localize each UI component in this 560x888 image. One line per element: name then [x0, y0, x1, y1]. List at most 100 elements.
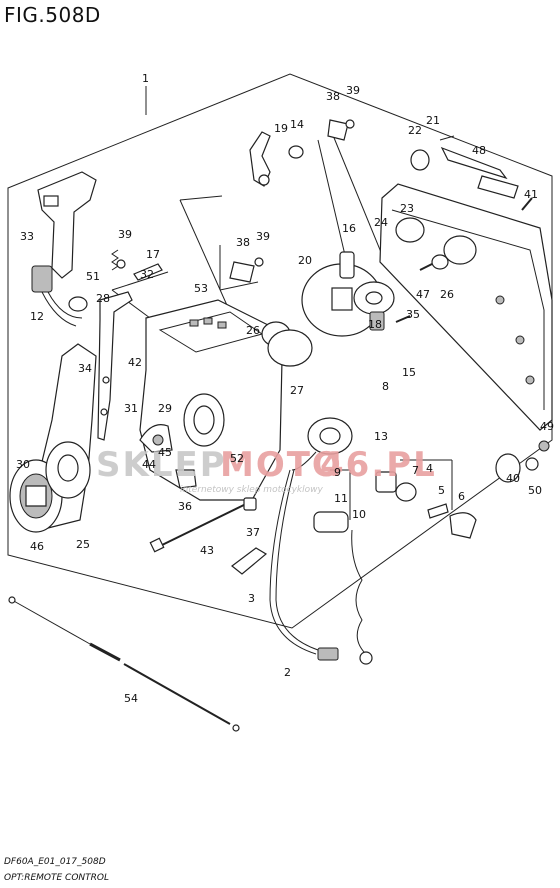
- callout-36: 36: [178, 500, 192, 513]
- callout-4: 4: [426, 462, 433, 475]
- callout-49: 49: [540, 420, 554, 433]
- callout-13: 13: [374, 430, 388, 443]
- callout-1: 1: [142, 72, 149, 85]
- pin-17: [116, 259, 163, 281]
- side-panel: [379, 183, 553, 431]
- callout-44: 44: [142, 458, 156, 471]
- handle-grip: [37, 171, 97, 279]
- callout-16: 16: [342, 222, 356, 235]
- cover-plate: [261, 263, 383, 367]
- switch-8: [369, 311, 385, 331]
- callout-43: 43: [200, 544, 214, 557]
- screw-15: [395, 315, 411, 323]
- figure-caption: OPT:REMOTE CONTROL: [4, 873, 109, 883]
- bracket-38-mid: [229, 261, 255, 283]
- wire-harness: [269, 469, 339, 661]
- bolt-41: [521, 197, 533, 211]
- callout-10: 10: [352, 508, 366, 521]
- callout-53: 53: [194, 282, 208, 295]
- callout-labels: 1 2 3 4 5 6 7 8 9 10 11 12 13 14 15 16 1…: [16, 72, 554, 705]
- remote-cable-54: [8, 596, 240, 732]
- callout-19: 19: [274, 122, 288, 135]
- callout-20: 20: [298, 254, 312, 267]
- key-switch: [375, 471, 477, 539]
- callout-26b: 26: [440, 288, 454, 301]
- bracket-45: [175, 469, 197, 489]
- callout-38b: 38: [236, 236, 250, 249]
- figure-code: DF60A_E01_017_508D: [4, 857, 106, 867]
- nut-49: [538, 440, 550, 452]
- callout-6: 6: [458, 490, 465, 503]
- lanyard-switch: [313, 511, 373, 665]
- buzzer-13: [291, 417, 353, 471]
- bracket-38-top: [327, 119, 349, 141]
- callout-39c: 39: [118, 228, 132, 241]
- control-box-housing: [139, 299, 283, 501]
- callout-9: 9: [334, 466, 341, 479]
- callout-42: 42: [128, 356, 142, 369]
- callout-33: 33: [20, 230, 34, 243]
- callout-41: 41: [524, 188, 538, 201]
- callout-32: 32: [140, 268, 154, 281]
- callout-8: 8: [382, 380, 389, 393]
- gasket-27: [267, 329, 313, 367]
- callout-28: 28: [96, 292, 110, 305]
- knob-40: [495, 453, 521, 483]
- callout-54: 54: [124, 692, 138, 705]
- callout-45: 45: [158, 446, 172, 459]
- callout-7: 7: [412, 464, 419, 477]
- control-lever: [9, 343, 97, 533]
- housing-panel-marks: [189, 317, 227, 329]
- ring-51: [68, 296, 88, 312]
- callout-37: 37: [246, 526, 260, 539]
- watermark-brand-b: MOTO: [220, 445, 343, 485]
- part-3: [231, 547, 268, 575]
- callout-31: 31: [124, 402, 138, 415]
- watermark-brand-a: SKLEP: [96, 445, 227, 485]
- callout-30: 30: [16, 458, 30, 471]
- callout-15: 15: [402, 366, 416, 379]
- callout-27: 27: [290, 384, 304, 397]
- washer-50: [525, 457, 539, 471]
- clip-39-mid: [254, 257, 264, 267]
- spring-32: [111, 249, 119, 271]
- callout-18: 18: [368, 318, 382, 331]
- neutral-switch: [31, 265, 83, 327]
- callout-5: 5: [438, 484, 445, 497]
- detent-plate: [97, 291, 133, 441]
- callout-26a: 26: [246, 324, 260, 337]
- watermark-brand-c: 46.PL: [320, 445, 437, 485]
- callout-3: 3: [248, 592, 255, 605]
- gear-segment: [139, 424, 173, 453]
- callout-24: 24: [374, 216, 388, 229]
- callout-12: 12: [30, 310, 44, 323]
- callout-34: 34: [78, 362, 92, 375]
- callout-11: 11: [334, 492, 348, 505]
- callout-17: 17: [146, 248, 160, 261]
- callout-51: 51: [86, 270, 100, 283]
- callout-47: 47: [416, 288, 430, 301]
- callout-29: 29: [158, 402, 172, 415]
- figure-title: FIG.508D: [4, 3, 101, 27]
- part-37: [243, 497, 257, 511]
- callout-38a: 38: [326, 90, 340, 103]
- callout-48: 48: [472, 144, 486, 157]
- callout-46: 46: [30, 540, 44, 553]
- mechanism-16: [339, 251, 395, 315]
- callout-23: 23: [400, 202, 414, 215]
- callout-2: 2: [284, 666, 291, 679]
- assembly-outline: [7, 73, 553, 629]
- callout-39a: 39: [346, 84, 360, 97]
- ring-26-right: [431, 254, 449, 270]
- callout-40: 40: [506, 472, 520, 485]
- neutral-lever-22: [410, 135, 519, 199]
- callout-39b: 39: [256, 230, 270, 243]
- callout-21: 21: [426, 114, 440, 127]
- callout-22: 22: [408, 124, 422, 137]
- clip-39-top: [345, 119, 355, 129]
- callout-35: 35: [406, 308, 420, 321]
- callout-14: 14: [290, 118, 304, 131]
- watermark: SKLEP MOTO 46.PL internetowy sklep motoc…: [96, 445, 437, 495]
- washer-14: [288, 145, 304, 159]
